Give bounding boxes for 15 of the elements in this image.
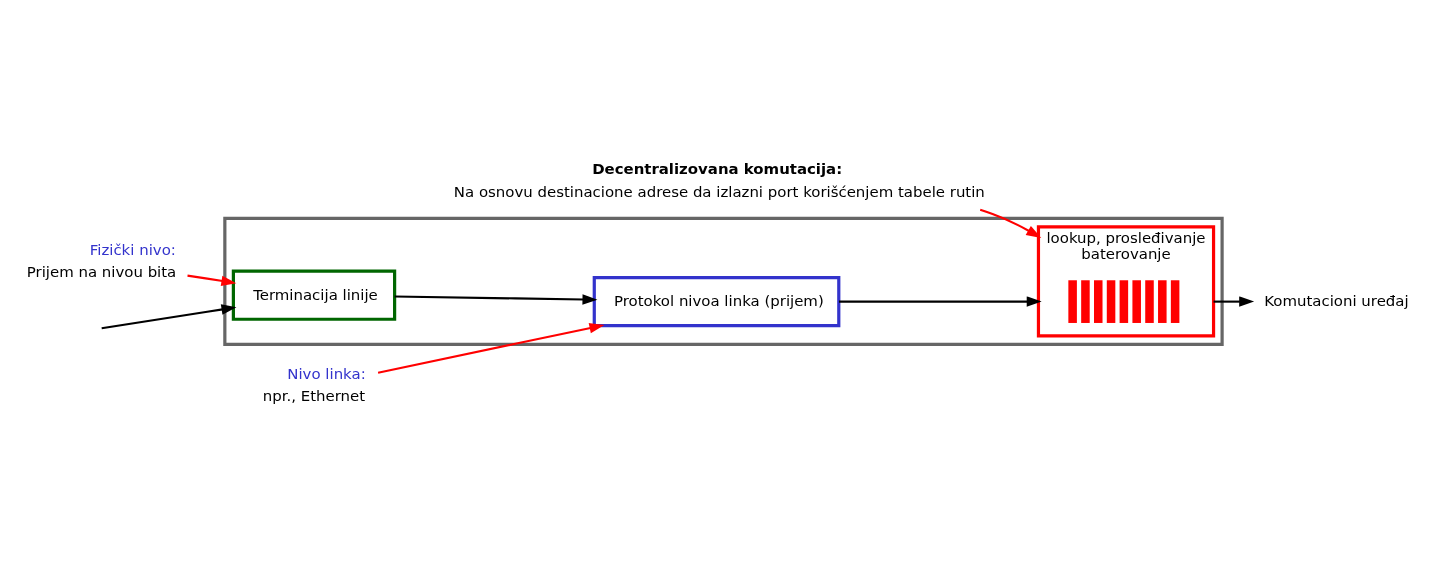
node-text: Komutacioni uređaj: [1264, 291, 1409, 310]
node-text: Fizički nivo: Prijem na nivou bita: [26, 240, 177, 281]
node-text: Decentralizovana komutacija: Na osnovu destinacione adrese da izlazni port korišćenjem tabele rutin: [453, 159, 985, 201]
node-text: Nivo linka: npr., Ethernet: [262, 364, 366, 405]
arrow: [187, 274, 237, 286]
arrow: [101, 303, 237, 329]
arrow: [1213, 295, 1255, 307]
arrow: [377, 322, 605, 374]
arrow: [394, 293, 598, 305]
cluster: lookup, prosleđivanje baterovanje: [1036, 224, 1216, 337]
node-box: Protokol nivoa linka (prijem): [592, 275, 841, 327]
node-box: Terminacija linije: [231, 269, 397, 321]
arrow: [979, 208, 1042, 238]
arrow: [839, 295, 1042, 307]
cluster: [223, 216, 1224, 346]
